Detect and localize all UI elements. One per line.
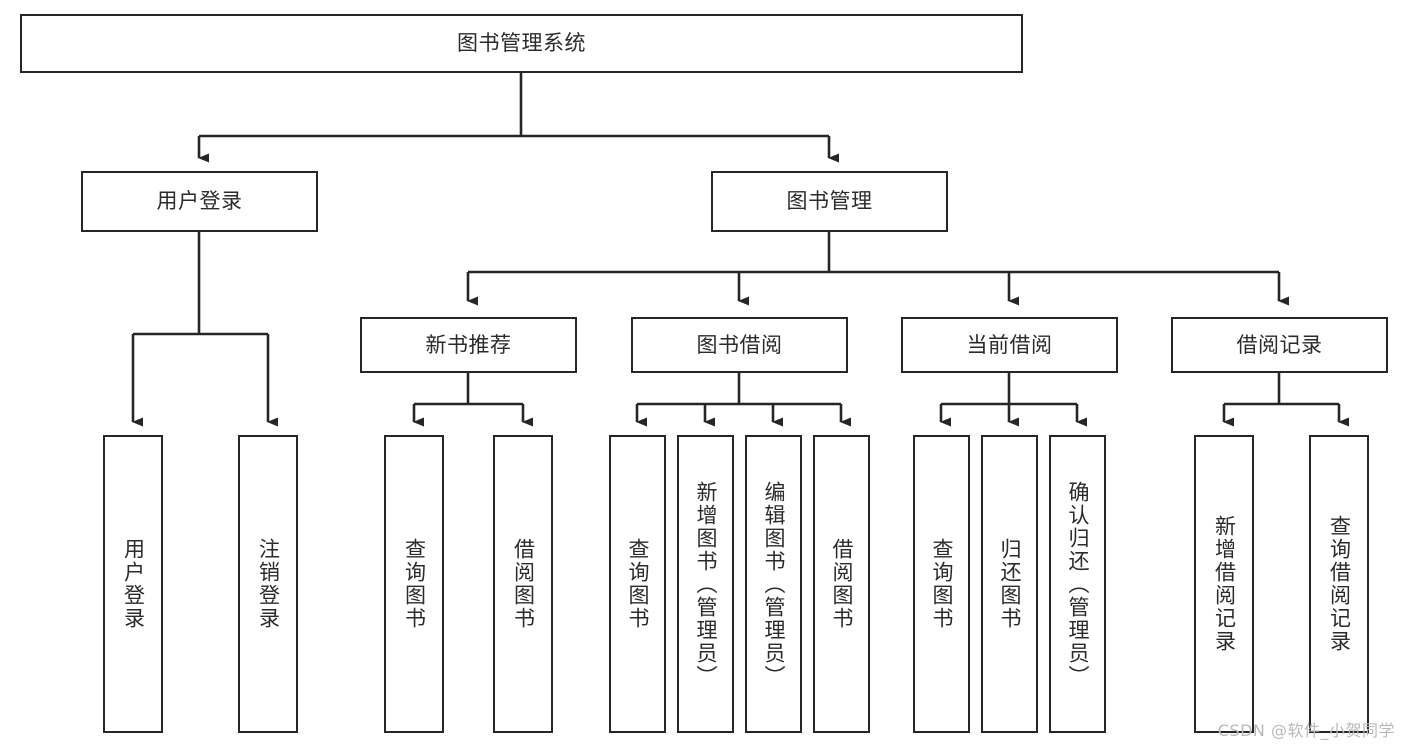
node-leaf-user-login[interactable]: 用户登录 xyxy=(103,435,163,733)
node-book-borrow[interactable]: 图书借阅 xyxy=(631,317,848,373)
node-leaf-return-book-label: 归还图书 xyxy=(998,538,1022,630)
node-leaf-edit-book-label: 编辑图书（管理员） xyxy=(762,480,786,688)
node-current-borrow-label: 当前借阅 xyxy=(966,332,1053,357)
node-leaf-add-record-label: 新增借阅记录 xyxy=(1212,515,1237,653)
watermark-text: CSDN @软件_小贺同学 xyxy=(1217,721,1395,740)
node-leaf-query-book-3[interactable]: 查询图书 xyxy=(913,435,970,733)
node-leaf-query-book-2[interactable]: 查询图书 xyxy=(609,435,666,733)
node-leaf-query-record-label: 查询借阅记录 xyxy=(1327,515,1352,653)
node-leaf-user-logout-label: 注销登录 xyxy=(256,538,281,630)
node-leaf-edit-book[interactable]: 编辑图书（管理员） xyxy=(745,435,802,733)
node-borrow-record[interactable]: 借阅记录 xyxy=(1171,317,1388,373)
node-leaf-add-book-label: 新增图书（管理员） xyxy=(694,480,718,688)
node-leaf-user-logout[interactable]: 注销登录 xyxy=(238,435,298,733)
node-user-login-label: 用户登录 xyxy=(156,189,243,214)
node-leaf-confirm-return-label: 确认归还（管理员） xyxy=(1066,480,1090,688)
node-leaf-query-record[interactable]: 查询借阅记录 xyxy=(1309,435,1369,733)
node-leaf-return-book[interactable]: 归还图书 xyxy=(981,435,1038,733)
node-new-book-rec[interactable]: 新书推荐 xyxy=(360,317,577,373)
node-leaf-confirm-return[interactable]: 确认归还（管理员） xyxy=(1049,435,1106,733)
node-leaf-borrow-book-2[interactable]: 借阅图书 xyxy=(813,435,870,733)
node-new-book-rec-label: 新书推荐 xyxy=(425,332,512,357)
node-user-login[interactable]: 用户登录 xyxy=(81,171,318,232)
node-book-borrow-label: 图书借阅 xyxy=(696,332,783,357)
node-current-borrow[interactable]: 当前借阅 xyxy=(901,317,1118,373)
node-leaf-borrow-book-1-label: 借阅图书 xyxy=(511,538,536,630)
node-leaf-borrow-book-1[interactable]: 借阅图书 xyxy=(493,435,553,733)
node-leaf-query-book-2-label: 查询图书 xyxy=(626,538,650,630)
node-leaf-query-book-3-label: 查询图书 xyxy=(930,538,954,630)
node-leaf-query-book-1[interactable]: 查询图书 xyxy=(384,435,444,733)
node-book-manage-label: 图书管理 xyxy=(786,189,873,214)
node-leaf-user-login-label: 用户登录 xyxy=(121,538,146,630)
node-book-manage[interactable]: 图书管理 xyxy=(711,171,948,232)
node-leaf-add-record[interactable]: 新增借阅记录 xyxy=(1194,435,1254,733)
node-leaf-borrow-book-2-label: 借阅图书 xyxy=(830,538,854,630)
node-leaf-add-book[interactable]: 新增图书（管理员） xyxy=(677,435,734,733)
node-root-label: 图书管理系统 xyxy=(457,31,586,56)
node-borrow-record-label: 借阅记录 xyxy=(1236,332,1323,357)
node-root[interactable]: 图书管理系统 xyxy=(20,14,1023,73)
node-leaf-query-book-1-label: 查询图书 xyxy=(402,538,427,630)
